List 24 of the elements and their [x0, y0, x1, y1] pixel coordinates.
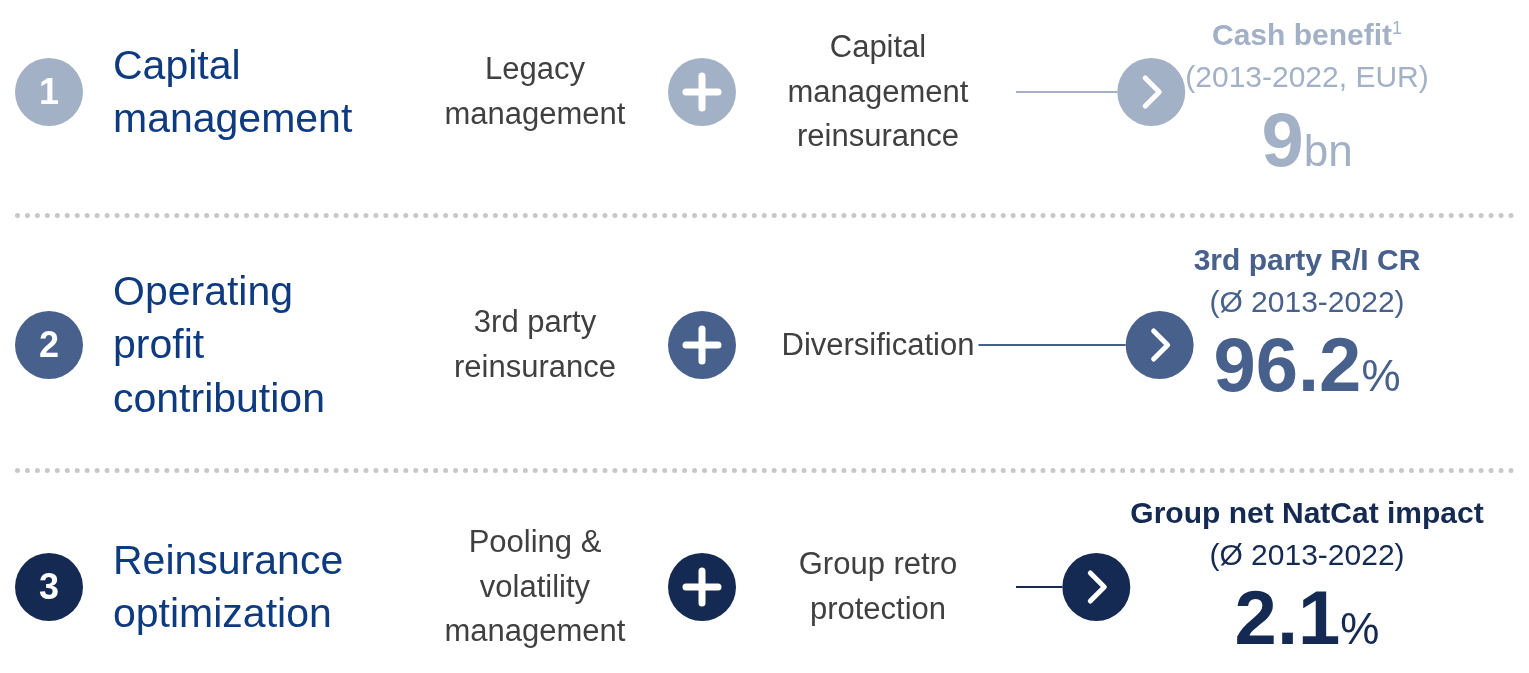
value-text: 96.2%	[1213, 322, 1401, 407]
value-text: 9bn	[1261, 97, 1353, 182]
metric-heading: Cash benefit$^{1}$	[1211, 16, 1402, 53]
chevron-arrow	[1015, 553, 1131, 621]
component-text: Pooling & volatility management	[443, 522, 627, 651]
number-circle: 2	[15, 311, 83, 379]
metric-period: (2013-2022, EUR)	[1185, 58, 1429, 95]
component-text: Group retro protection	[797, 545, 959, 628]
component-text: 3rd party reinsurance	[453, 303, 617, 386]
value-text: 2.1%	[1234, 575, 1380, 660]
chevron-arrow	[977, 311, 1194, 379]
number-circle: 1	[15, 58, 83, 126]
metric-period: (Ø 2013-2022)	[1209, 536, 1405, 573]
component-text: Diversification	[781, 325, 975, 364]
number-circle: 3	[15, 553, 83, 621]
row-title: Capital management	[113, 40, 354, 143]
row-title: Operating profit contribution	[113, 267, 326, 423]
metric-heading: Group net NatCat impact	[1130, 494, 1484, 531]
metric-heading: 3rd party R/I CR	[1193, 241, 1421, 278]
metric-period: (Ø 2013-2022)	[1209, 283, 1405, 320]
row-title: Reinsurance optimization	[113, 535, 345, 638]
component-text: Capital management reinsurance	[786, 27, 970, 156]
component-text: Legacy management	[443, 50, 627, 133]
chevron-arrow	[1015, 58, 1186, 126]
